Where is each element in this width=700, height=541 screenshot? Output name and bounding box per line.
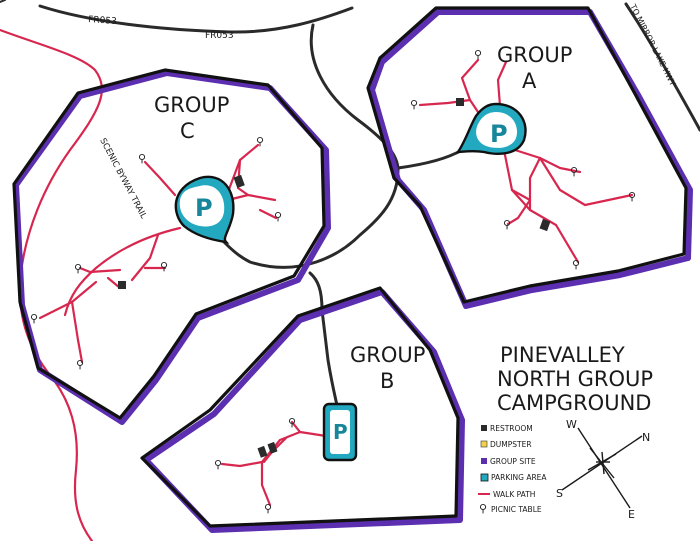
group-site-a: [366, 6, 693, 309]
picnic-table: ⚲: [274, 210, 282, 223]
legend-label-parking: PARKING AREA: [491, 473, 547, 482]
legend-swatch-restroom: [481, 425, 487, 431]
parking-label-c: P: [195, 194, 213, 222]
group-site-b: [140, 286, 465, 533]
legend-label-group-site: GROUP SITE: [490, 457, 536, 466]
road-fr053: [38, 4, 354, 34]
group-site-c: [12, 68, 331, 425]
picnic-table: ⚲: [74, 262, 82, 275]
picnic-table: ⚲: [264, 502, 272, 515]
picnic-table: ⚲: [503, 218, 511, 231]
title-line2: NORTH GROUP: [497, 367, 653, 391]
parking-area-c: P: [174, 175, 235, 244]
group-label-b: GROUP B: [350, 343, 425, 393]
group-label-c: GROUP C: [154, 93, 229, 143]
picnic-table: ⚲: [570, 165, 578, 178]
picnic-table: ⚲: [160, 260, 168, 273]
trail-label-scenic-byway: SCENIC BYWAY TRAIL: [97, 137, 148, 221]
group-c-line2: C: [180, 119, 195, 143]
roads: [0, 0, 700, 412]
road-to-group-b: [308, 271, 340, 412]
parking-label-a: P: [490, 120, 508, 148]
parking-label-b: P: [333, 420, 348, 444]
legend-swatch-dumpster: [480, 440, 488, 448]
road-label-mirror-lake: TO MIRROR LAKE HWY: [628, 2, 678, 88]
picnic-table: ⚲: [288, 416, 296, 429]
legend-label-picnic-table: PICNIC TABLE: [491, 505, 542, 514]
map-title: PINEVALLEY NORTH GROUP CAMPGROUND: [497, 343, 653, 415]
picnic-table: ⚲: [76, 358, 84, 371]
restroom-b-2: [267, 441, 278, 454]
walk-paths-group-b: [220, 420, 328, 507]
legend-label-dumpster: DUMPSTER: [490, 440, 532, 449]
group-c-line1: GROUP: [154, 93, 229, 117]
restrooms: [118, 98, 551, 458]
restroom-a-2: [539, 218, 551, 232]
compass-rose: [561, 427, 643, 509]
compass-tick: [601, 451, 605, 475]
restroom-c-1: [233, 174, 245, 189]
walk-paths-group-c: [38, 143, 278, 364]
group-a-line2: A: [522, 69, 537, 93]
title-line3: CAMPGROUND: [497, 391, 651, 415]
picnic-table: ⚲: [214, 458, 222, 471]
legend-swatch-group-site: [481, 458, 487, 464]
road-label-fr053: FR053: [88, 15, 117, 27]
legend-swatch-picnic-table: ⚲: [479, 502, 487, 515]
compass-tick: [589, 447, 615, 479]
parking-area-a: P: [455, 102, 527, 155]
picnic-tables: ⚲ ⚲ ⚲ ⚲ ⚲ ⚲ ⚲ ⚲ ⚲ ⚲ ⚲ ⚲ ⚲ ⚲ ⚲ ⚲: [30, 48, 636, 515]
group-b-line2: B: [380, 369, 394, 393]
restroom-c-2: [118, 281, 126, 289]
picnic-table: ⚲: [30, 312, 38, 325]
road-label-fr053-mid: FR053: [205, 31, 234, 41]
picnic-table: ⚲: [138, 152, 146, 165]
picnic-table: ⚲: [572, 258, 580, 271]
restroom-b-1: [257, 445, 268, 458]
group-b-line1: GROUP: [350, 343, 425, 367]
compass-n: N: [642, 431, 650, 444]
group-a-line1: GROUP: [497, 43, 572, 67]
legend-label-restroom: RESTROOM: [490, 424, 533, 433]
road-to-group-a: [396, 148, 464, 170]
road-main-connector: [220, 23, 400, 269]
scenic-byway-trail: [0, 28, 103, 541]
road-mirror-lake-hwy: [624, 2, 700, 132]
compass-e: E: [628, 508, 635, 521]
restroom-a-1: [456, 98, 464, 106]
legend: RESTROOM DUMPSTER GROUP SITE PARKING ARE…: [478, 424, 547, 515]
road-fr053-top: [0, 0, 6, 3]
parking-area-b: P: [322, 402, 358, 462]
group-label-a: GROUP A: [497, 43, 572, 93]
compass-w: W: [566, 418, 577, 431]
picnic-table: ⚲: [474, 48, 482, 61]
picnic-table: ⚲: [256, 135, 264, 148]
legend-label-walk-path: WALK PATH: [493, 490, 535, 499]
compass-s: S: [556, 487, 563, 500]
legend-swatch-parking: [480, 473, 489, 482]
picnic-table: ⚲: [410, 98, 418, 111]
title-line1: PINEVALLEY: [500, 343, 625, 367]
picnic-table: ⚲: [628, 190, 636, 203]
